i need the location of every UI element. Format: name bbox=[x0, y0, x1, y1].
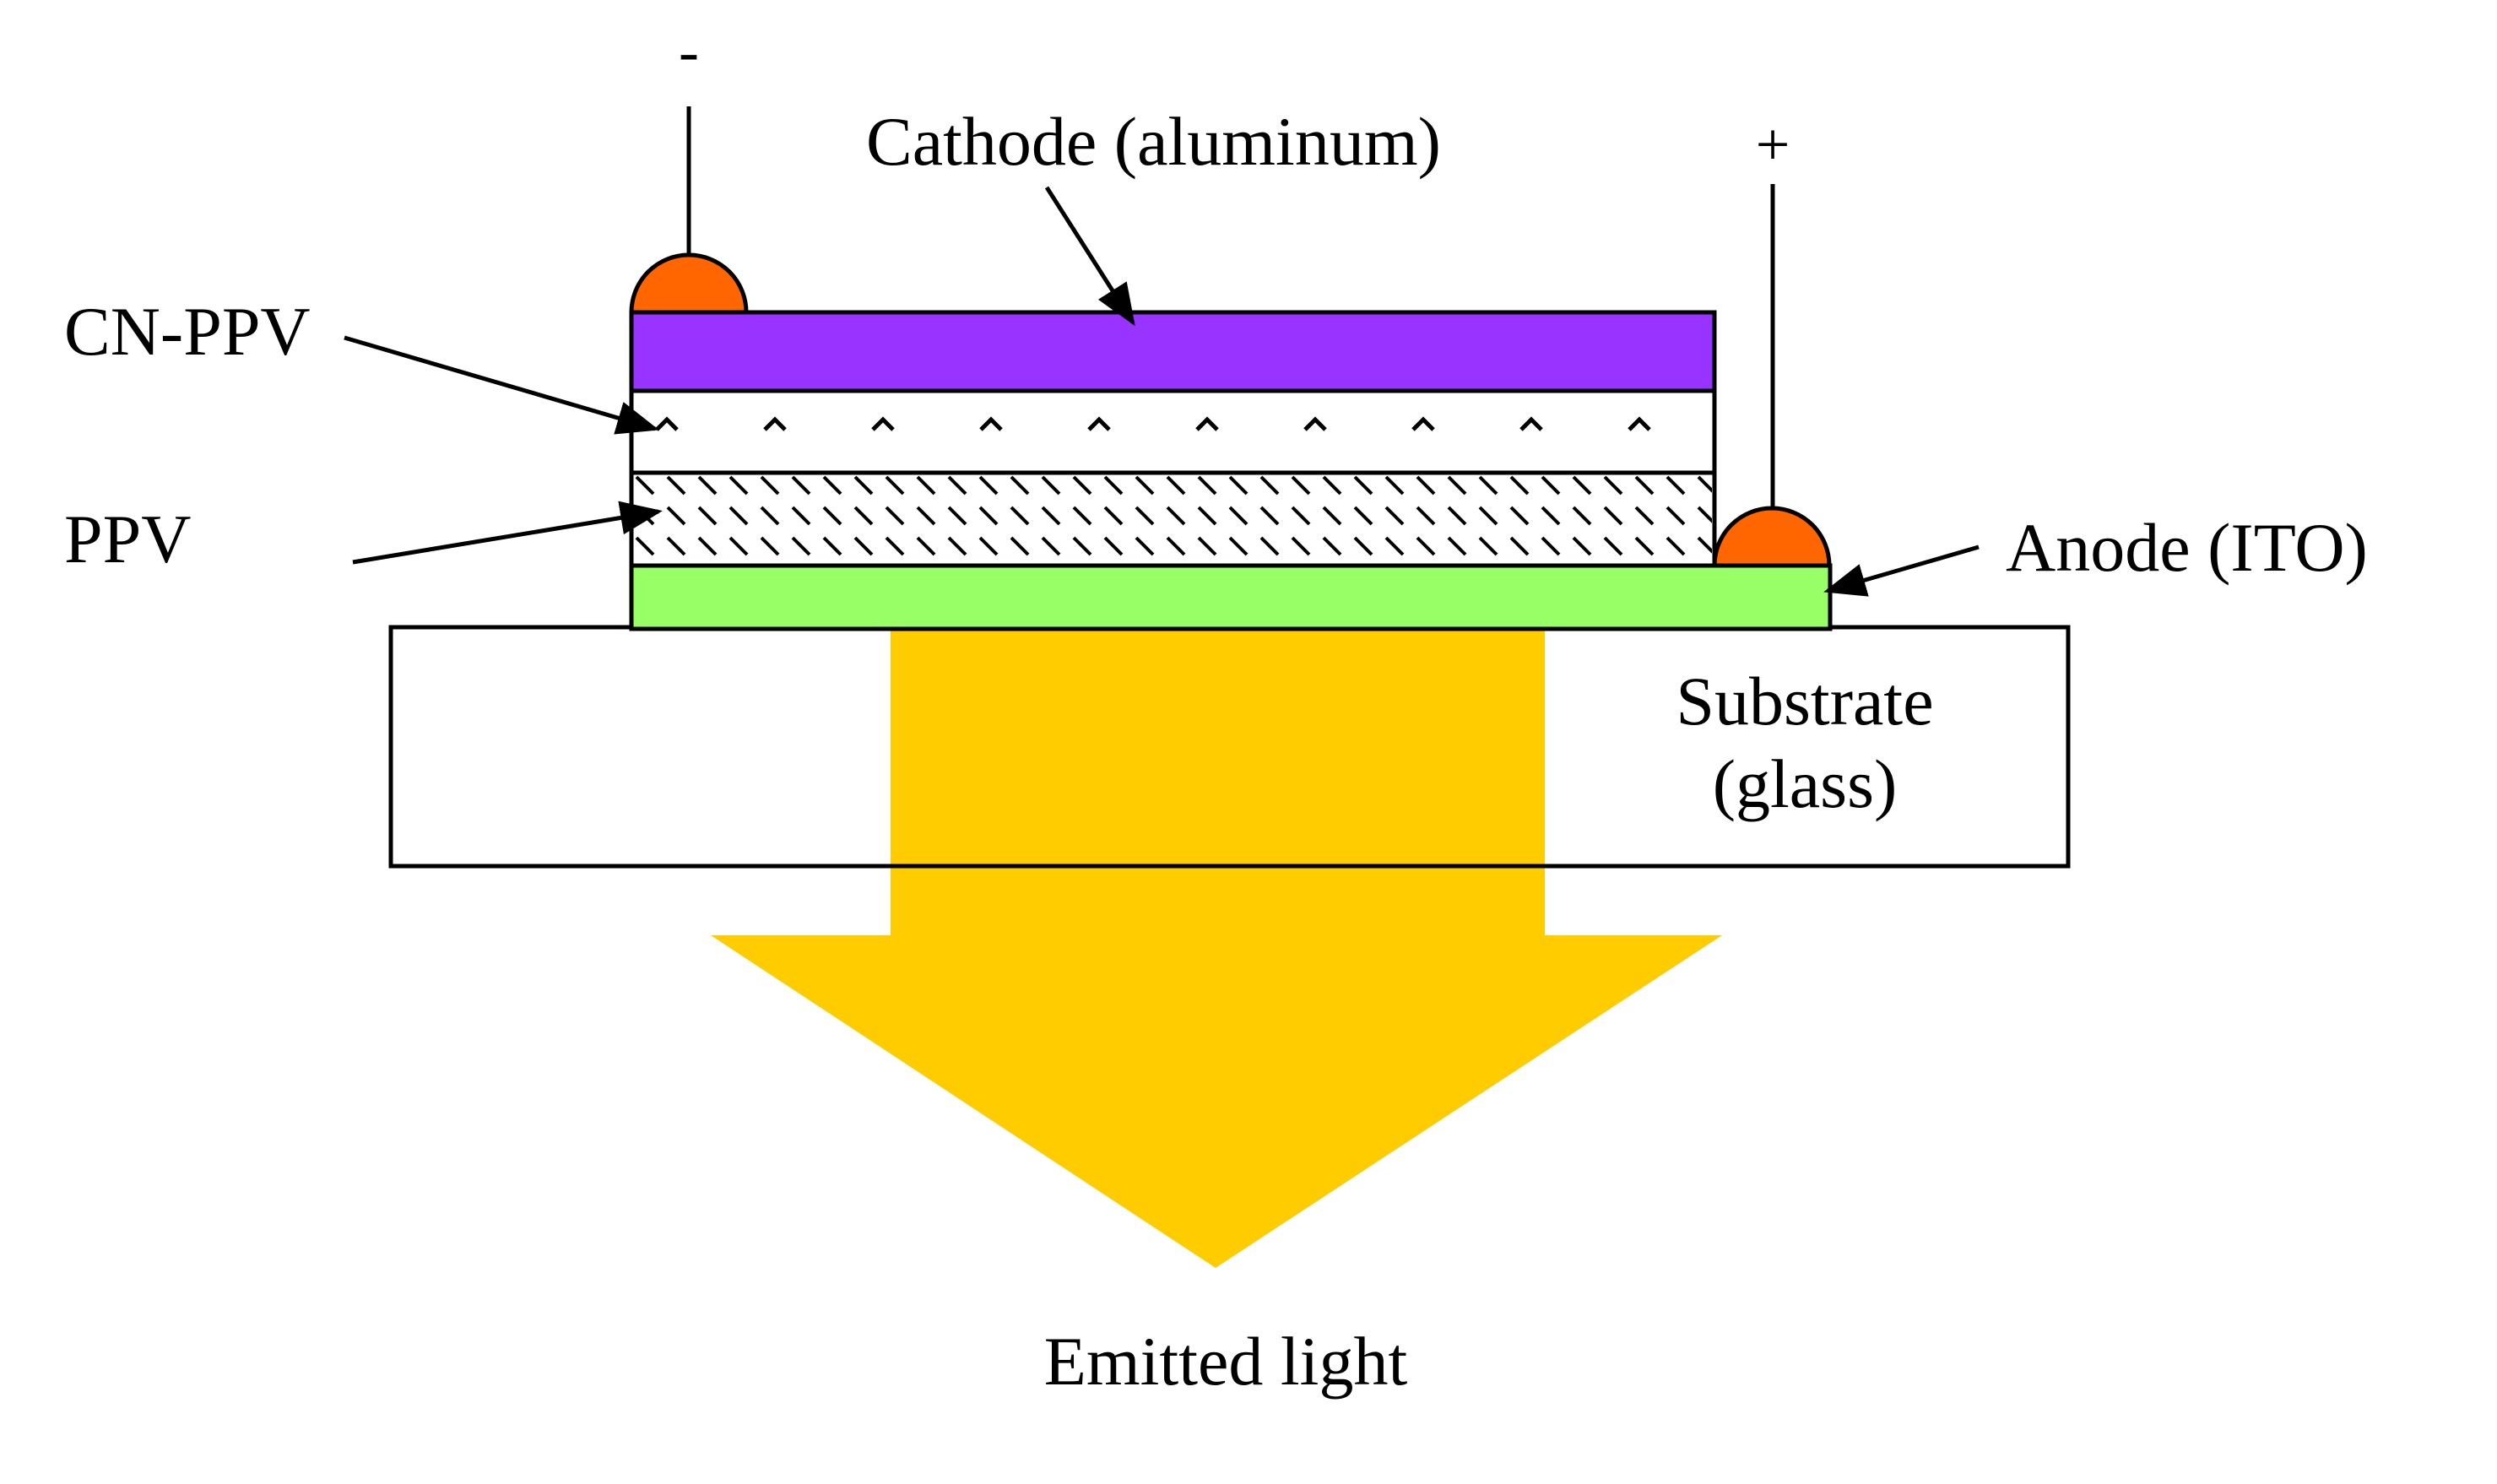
emitted-light-label: Emitted light bbox=[1044, 1323, 1408, 1400]
substrate-label-line2: (glass) bbox=[1713, 745, 1898, 822]
ppv-label: PPV bbox=[64, 501, 191, 577]
cathode-pointer-arrow bbox=[1044, 186, 1135, 327]
anode-label: Anode (ITO) bbox=[2006, 509, 2368, 586]
anode-layer bbox=[629, 563, 1833, 631]
cathode-contact bbox=[629, 252, 749, 315]
negative-terminal-label: - bbox=[679, 18, 699, 85]
emitted-light-arrow bbox=[711, 626, 1722, 1268]
cn-ppv-label: CN-PPV bbox=[64, 293, 311, 370]
anode-pointer-arrow bbox=[1823, 544, 1980, 597]
anode-contact bbox=[1712, 506, 1832, 568]
cathode-label: Cathode (aluminum) bbox=[866, 103, 1441, 180]
cathode-layer bbox=[629, 310, 1717, 393]
cn-ppv-pointer-arrow bbox=[344, 335, 659, 435]
substrate-label-line1: Substrate bbox=[1676, 663, 1933, 739]
ppv-pointer-arrow bbox=[352, 501, 663, 565]
ppv-pattern bbox=[634, 475, 1712, 563]
cn-ppv-pattern bbox=[634, 393, 1712, 470]
positive-terminal-label: + bbox=[1756, 111, 1790, 178]
